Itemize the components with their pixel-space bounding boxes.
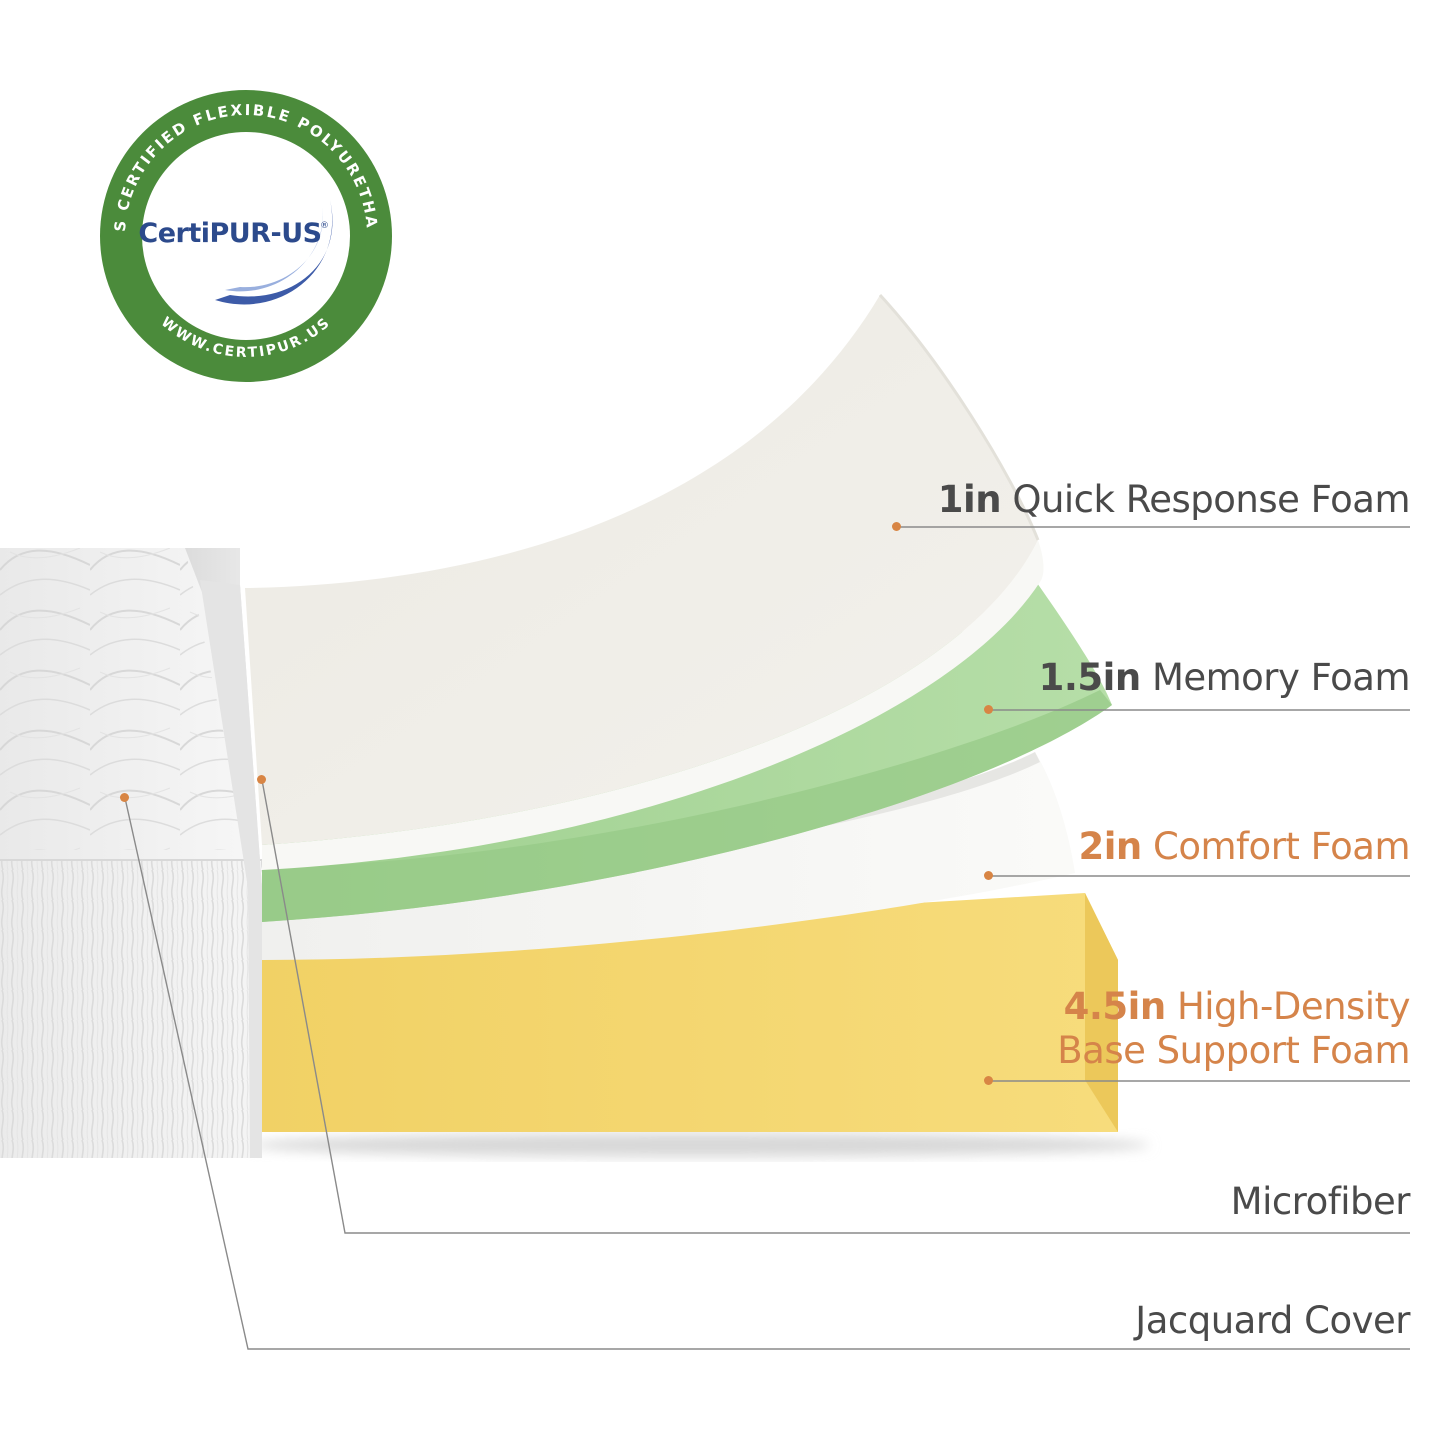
label-memory-size: 1.5in: [1038, 656, 1142, 699]
seal-registered-mark: ®: [320, 221, 329, 231]
label-base-size: 4.5in: [1063, 985, 1167, 1028]
label-memory: 1.5in Memory Foam: [1038, 656, 1411, 699]
marker-jacquard: [120, 793, 129, 802]
label-base: 4.5in High-Density: [1063, 985, 1411, 1028]
leader-microfiber: [261, 779, 1410, 1234]
quick-response-foam-layer: [245, 293, 1044, 870]
label-comfort-size: 2in: [1078, 825, 1142, 868]
jacquard-cover-block: [0, 548, 262, 1158]
label-jacquard: Jacquard Cover: [1135, 1299, 1410, 1342]
leader-lines: [124, 526, 1410, 1350]
seal-inner-disc: [142, 132, 350, 340]
label-base-line2: Base Support Foam: [1057, 1029, 1410, 1072]
marker-microfiber: [257, 775, 266, 784]
label-quick-response-name: Quick Response Foam: [1012, 478, 1410, 521]
label-microfiber-name: Microfiber: [1230, 1180, 1411, 1223]
label-comfort-name: Comfort Foam: [1153, 825, 1410, 868]
marker-quick-response: [892, 522, 901, 531]
label-quick-response-size: 1in: [937, 478, 1002, 521]
label-base-name-line2: Base Support Foam: [1057, 1029, 1410, 1072]
label-base-name: High-Density: [1176, 985, 1411, 1028]
marker-memory: [984, 705, 993, 714]
marker-base: [984, 1076, 993, 1085]
label-quick-response: 1in Quick Response Foam: [937, 478, 1411, 521]
marker-comfort: [984, 871, 993, 880]
seal-brand-text: CertiPUR-US: [138, 218, 321, 249]
label-memory-name: Memory Foam: [1151, 656, 1411, 699]
label-jacquard-name: Jacquard Cover: [1135, 1299, 1410, 1342]
certipur-seal: CONTAINS CERTIFIED FLEXIBLE POLYURETHANE…: [0, 0, 392, 382]
label-comfort: 2in Comfort Foam: [1078, 825, 1410, 868]
leader-jacquard: [124, 797, 1410, 1350]
label-microfiber: Microfiber: [1230, 1180, 1411, 1223]
